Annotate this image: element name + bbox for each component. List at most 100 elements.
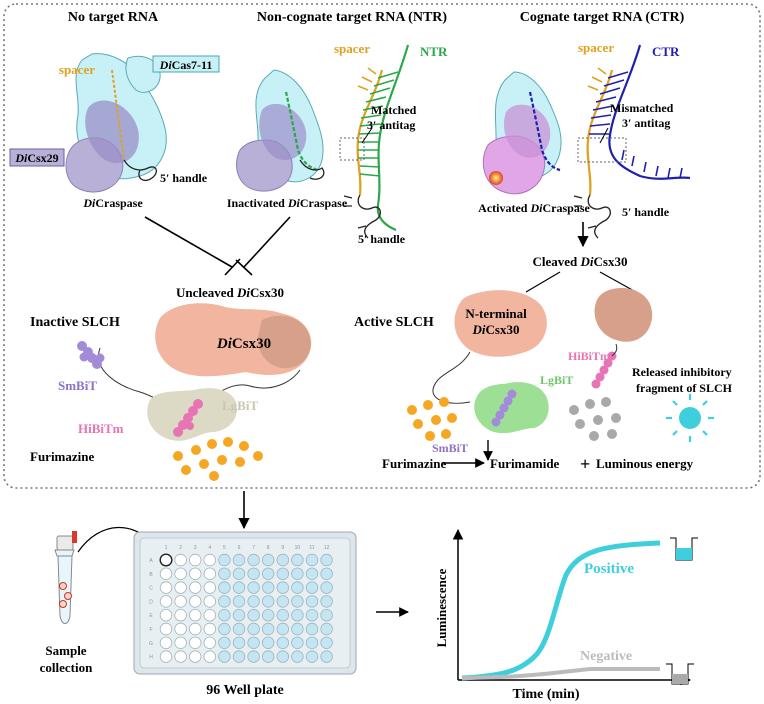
plate-row-label: C: [149, 586, 153, 592]
col2-title: Non-cognate target RNA (NTR): [257, 10, 447, 25]
plate-well: [248, 623, 260, 635]
plate-well: [233, 582, 245, 594]
plate-well: [189, 623, 201, 635]
inhibition-arrows: [145, 217, 290, 275]
plate-well: [262, 623, 274, 635]
inactive-furimazine-label: Furimazine: [30, 449, 94, 464]
plate-well: [277, 596, 289, 608]
svg-text:DiCas7-11: DiCas7-11: [159, 58, 213, 72]
luminous-sun-icon: [666, 394, 714, 442]
dicas7-11-label-box: DiCas7-11: [153, 56, 219, 72]
plate-column-label: 3: [194, 545, 197, 551]
plate-well: [306, 609, 318, 621]
plus-sign: +: [580, 454, 590, 474]
plate-row-label: D: [149, 599, 153, 605]
plate-well: [189, 637, 201, 649]
plate-well: [248, 582, 260, 594]
plate-well: [160, 623, 172, 635]
inactive-dicsx30-label: DiCsx30: [216, 336, 271, 352]
plate-well: [306, 568, 318, 580]
col3-craspase-label: Activated DiCraspase: [478, 201, 590, 215]
plate-well: [160, 596, 172, 608]
plate-column-label: 5: [223, 545, 226, 551]
plate-well: [292, 568, 304, 580]
plate-well: [175, 554, 187, 566]
plate-well: [233, 568, 245, 580]
x-axis-label: Time (min): [512, 687, 579, 702]
plate-well: [219, 554, 231, 566]
plate-well: [160, 609, 172, 621]
furimazine-dots-active: [407, 397, 457, 441]
plate-well: [306, 582, 318, 594]
plate-row-label: F: [149, 627, 152, 633]
ctr-antitag-pointer: [600, 128, 608, 143]
plate-well: [321, 623, 333, 635]
plate-well: [204, 609, 216, 621]
plate-well: [219, 637, 231, 649]
plate-well: [262, 596, 274, 608]
plate-column-label: 4: [208, 545, 211, 551]
plate-well: [233, 651, 245, 663]
plate-well: [277, 637, 289, 649]
plate-well: [262, 582, 274, 594]
plate-well: [277, 568, 289, 580]
plate-well: [306, 623, 318, 635]
plate-column-label: 12: [324, 545, 330, 551]
plate-well: [321, 554, 333, 566]
furimamide-label: Furimamide: [490, 456, 560, 471]
plate-well: [277, 554, 289, 566]
plate-well: [204, 623, 216, 635]
plate-well: [321, 637, 333, 649]
dicsx29-label: Csx29: [27, 151, 58, 165]
plate-well: [175, 568, 187, 580]
plate-well: [189, 596, 201, 608]
col1-craspase-label: DiCraspase: [82, 196, 143, 210]
active-site-glow: [489, 171, 503, 185]
plate-well: [306, 554, 318, 566]
plate-well: [189, 609, 201, 621]
dicsx29-label-box: DiCsx29: [10, 149, 64, 166]
plate-well: [233, 623, 245, 635]
plate-well: [248, 596, 260, 608]
plate-well: [160, 582, 172, 594]
plate-well: [189, 582, 201, 594]
plate-well: [321, 568, 333, 580]
plate-well: [262, 568, 274, 580]
plate-well: [292, 554, 304, 566]
col2-craspase-label: Inactivated DiCraspase: [227, 196, 348, 210]
plate-well: [219, 596, 231, 608]
plate-well: [204, 568, 216, 580]
plate-well: [321, 582, 333, 594]
plate-well: [160, 637, 172, 649]
dicsx29-label-italic: Di: [14, 151, 28, 165]
plate-well: [204, 651, 216, 663]
plate-well: [160, 568, 172, 580]
inactive-smbit-label: SmBiT: [58, 378, 97, 393]
plate-well: [306, 596, 318, 608]
ntr-duplex: [340, 45, 408, 238]
plate-well: [321, 596, 333, 608]
plate-well: [248, 651, 260, 663]
plate-well: [292, 651, 304, 663]
col1-spacer-label: spacer: [59, 62, 95, 77]
col2-ntr-label: NTR: [420, 44, 448, 59]
plate-well: [248, 609, 260, 621]
plate-well: [292, 623, 304, 635]
plate-well: [233, 596, 245, 608]
craspase-ntr: [236, 70, 323, 191]
plate-well: [262, 609, 274, 621]
plate-well: [277, 609, 289, 621]
plate-well: [321, 651, 333, 663]
col3-mismatched-label: Mismatched3′ antitag: [610, 101, 674, 130]
plate-well: [292, 596, 304, 608]
plate-well: [292, 609, 304, 621]
plate-row-label: H: [149, 655, 153, 661]
plate-well: [277, 651, 289, 663]
plate-well: [204, 596, 216, 608]
dicas7-11-label: Cas7-11: [172, 58, 213, 72]
col3-ctr-label: CTR: [652, 44, 680, 59]
plate-well: [189, 568, 201, 580]
plate-well: [204, 582, 216, 594]
y-axis-label: Luminescence: [434, 568, 449, 647]
col3-title: Cognate target RNA (CTR): [520, 10, 685, 25]
